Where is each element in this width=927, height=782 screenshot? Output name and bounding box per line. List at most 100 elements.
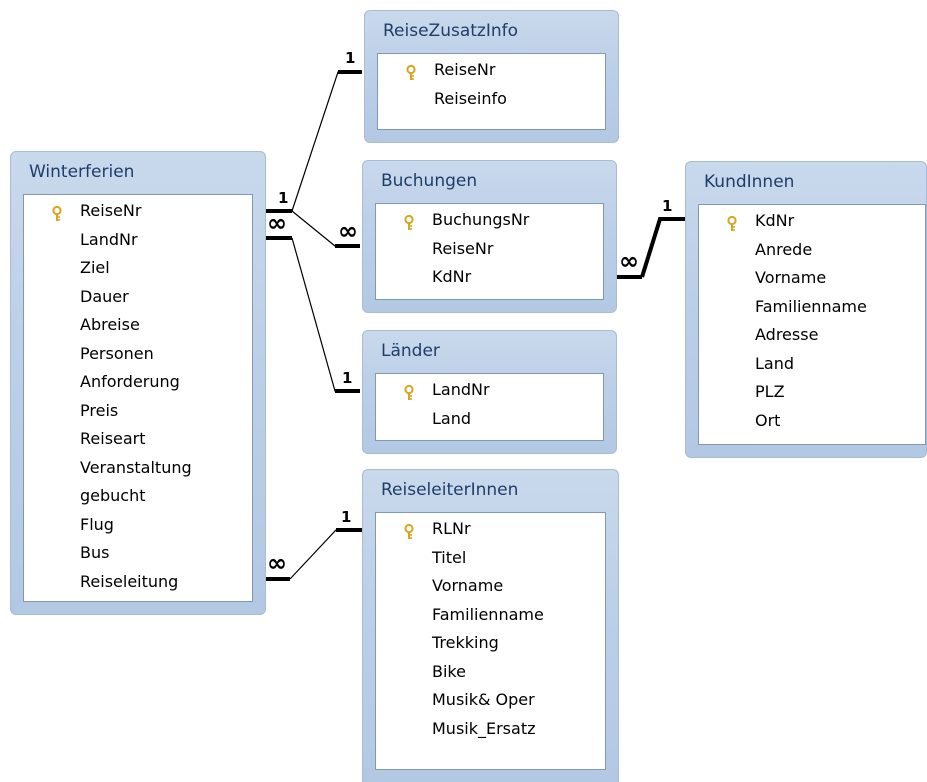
cardinality-label: 1 xyxy=(278,189,289,207)
field-row[interactable]: Reiseart xyxy=(24,425,252,454)
field-row[interactable]: Ziel xyxy=(24,254,252,283)
field-row[interactable]: Bus xyxy=(24,539,252,568)
field-name: ReiseNr xyxy=(432,238,494,258)
field-row[interactable]: Familienname xyxy=(699,293,925,322)
field-name: KdNr xyxy=(432,267,472,286)
field-row[interactable]: Reiseinfo xyxy=(378,85,605,114)
field-name: Land xyxy=(755,353,795,373)
field-row[interactable]: Dauer xyxy=(24,283,252,312)
field-row[interactable]: Vorname xyxy=(699,264,925,293)
field-row[interactable]: Anforderung xyxy=(24,368,252,397)
field-row[interactable]: LandNr xyxy=(376,376,603,405)
field-row[interactable]: Flug xyxy=(24,511,252,540)
primary-key-icon xyxy=(727,213,737,231)
field-name: Abreise xyxy=(80,315,140,334)
cardinality-label: 1 xyxy=(345,49,356,67)
field-name: Adresse xyxy=(755,325,819,344)
field-name: Bike xyxy=(432,661,466,681)
cardinality-label: ∞ xyxy=(619,247,639,275)
field-name: Land xyxy=(432,408,472,428)
primary-key-icon xyxy=(52,203,62,221)
field-row[interactable]: Land xyxy=(699,350,925,379)
field-name: RLNr xyxy=(432,519,471,538)
field-row[interactable]: KdNr xyxy=(376,263,603,292)
field-name: Ort xyxy=(755,410,781,430)
field-row[interactable]: ReiseNr xyxy=(24,197,252,226)
field-row[interactable]: Trekking xyxy=(376,629,605,658)
primary-key-icon xyxy=(404,382,414,400)
field-name: gebucht xyxy=(80,486,146,505)
field-row[interactable]: KdNr xyxy=(699,207,925,236)
field-row[interactable]: Veranstaltung xyxy=(24,454,252,483)
cardinality-label: ∞ xyxy=(338,217,358,245)
field-name: Anrede xyxy=(755,239,813,259)
field-row[interactable]: Bike xyxy=(376,658,605,687)
table-title: ReiseleiterInnen xyxy=(381,480,519,500)
field-row[interactable]: Ort xyxy=(699,407,925,436)
field-name: Familienname xyxy=(432,604,544,624)
field-row[interactable]: Reiseleitung xyxy=(24,568,252,597)
cardinality-label: 1 xyxy=(662,197,673,215)
field-name: LandNr xyxy=(432,380,490,399)
field-name: Ziel xyxy=(80,258,110,277)
field-name: Flug xyxy=(80,514,114,534)
primary-key-icon xyxy=(404,521,414,539)
field-name: Preis xyxy=(80,400,119,420)
field-name: ReiseNr xyxy=(434,60,496,79)
field-name: LandNr xyxy=(80,229,138,249)
field-row[interactable]: Musik& Oper xyxy=(376,686,605,715)
field-row[interactable]: Anrede xyxy=(699,236,925,265)
field-row[interactable]: ReiseNr xyxy=(376,235,603,264)
field-row[interactable]: Titel xyxy=(376,544,605,573)
field-name: Vorname xyxy=(755,268,827,287)
field-row[interactable]: Vorname xyxy=(376,572,605,601)
cardinality-label: ∞ xyxy=(267,549,287,577)
primary-key-icon xyxy=(404,212,414,230)
field-name: Musik_Ersatz xyxy=(432,718,536,738)
field-name: Vorname xyxy=(432,576,504,595)
field-name: Anforderung xyxy=(80,372,180,391)
field-row[interactable]: PLZ xyxy=(699,378,925,407)
field-name: Musik& Oper xyxy=(432,690,535,709)
cardinality-label: 1 xyxy=(342,369,353,387)
field-row[interactable]: Musik_Ersatz xyxy=(376,715,605,744)
field-row[interactable]: Personen xyxy=(24,340,252,369)
field-row[interactable]: gebucht xyxy=(24,482,252,511)
field-name: KdNr xyxy=(755,211,795,230)
field-row[interactable]: Familienname xyxy=(376,601,605,630)
table-title: Länder xyxy=(381,341,440,361)
field-name: Veranstaltung xyxy=(80,457,192,477)
field-row[interactable]: ReiseNr xyxy=(378,56,605,85)
field-row[interactable]: Adresse xyxy=(699,321,925,350)
field-row[interactable]: Land xyxy=(376,405,603,434)
field-row[interactable]: BuchungsNr xyxy=(376,206,603,235)
field-name: Personen xyxy=(80,343,154,363)
field-row[interactable]: LandNr xyxy=(24,226,252,255)
table-title: ReiseZusatzInfo xyxy=(383,21,519,41)
field-row[interactable]: RLNr xyxy=(376,515,605,544)
field-name: Reiseinfo xyxy=(434,88,507,108)
cardinality-label: 1 xyxy=(341,508,352,526)
field-name: ReiseNr xyxy=(80,201,142,220)
primary-key-icon xyxy=(406,62,416,80)
field-name: Trekking xyxy=(432,633,499,652)
field-name: Familienname xyxy=(755,296,867,316)
field-row[interactable]: Preis xyxy=(24,397,252,426)
field-name: Titel xyxy=(432,547,467,567)
table-title: Buchungen xyxy=(381,171,478,191)
table-title: KundInnen xyxy=(704,172,795,192)
field-row[interactable]: Abreise xyxy=(24,311,252,340)
